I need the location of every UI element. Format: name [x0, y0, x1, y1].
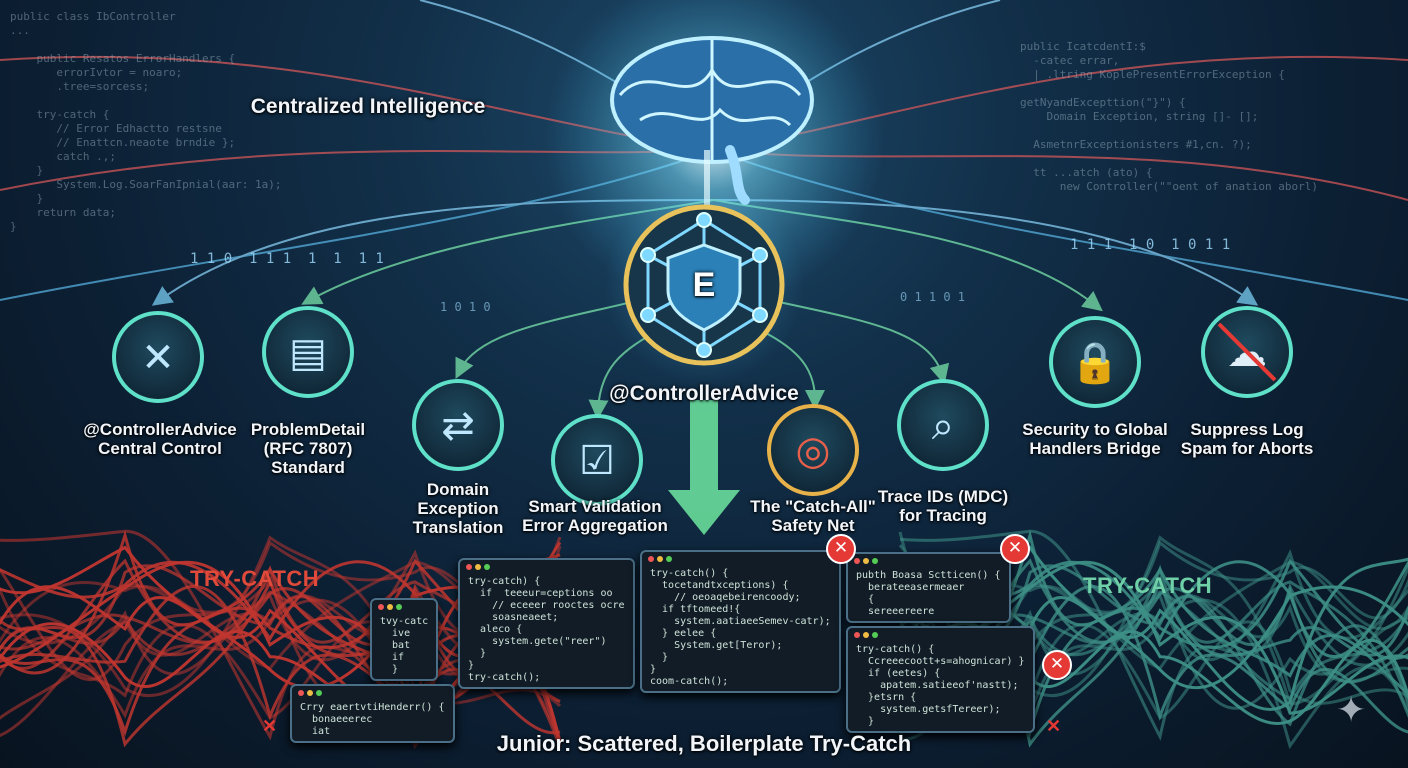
feature-node: ▤: [262, 306, 354, 398]
feature-label-line: Trace IDs (MDC): [877, 487, 1009, 506]
feature-node-ring: [1049, 316, 1141, 408]
error-x-icon: ✕: [262, 716, 278, 736]
code-window-text: try-catch() { Ccreeecoott+s=ahognicar) }…: [856, 644, 1025, 727]
feature-label-line: Smart Validation: [528, 497, 662, 516]
code-window-text: Crry eaertvtiHenderr() { bonaeeerec iat: [300, 702, 445, 737]
error-x-icon: ✕: [826, 534, 856, 564]
checklist-icon: ☑: [579, 438, 615, 484]
feature-label-line: for Tracing: [899, 506, 987, 525]
feature-label-line: Standard: [271, 458, 345, 477]
feature-label-line: (RFC 7807): [263, 439, 353, 458]
code-window: try-catch() { tocetandtxceptions) { // o…: [640, 550, 841, 693]
feature-label-line: Safety Net: [771, 516, 855, 535]
error-x-icon: ✕: [1042, 650, 1072, 680]
error-x-icon: ✕: [1000, 534, 1030, 564]
feature-label-line: Central Control: [98, 439, 222, 458]
feature-node-ring: [551, 414, 643, 506]
feature-node: ⇄: [412, 379, 504, 471]
tangled-wire: [0, 566, 561, 737]
feature-node: ⌕: [897, 379, 989, 471]
feature-node: ☁: [1201, 306, 1293, 398]
brain-label: Centralized Intelligence: [250, 95, 486, 118]
feature-label: The "Catch-All"Safety Net: [750, 497, 876, 535]
cross-out-mark: [1217, 322, 1277, 382]
error-x-icon: ✕: [1046, 716, 1062, 736]
code-window-text: tvy-catc ive bat if }: [380, 616, 429, 675]
feature-node: ◎: [767, 404, 859, 496]
feature-node-ring: [767, 404, 859, 496]
bottom-caption: Junior: Scattered, Boilerplate Try-Catch: [496, 731, 912, 756]
binary-stream: 1 0 1 0: [440, 300, 491, 314]
try-catch-left-label: TRY-CATCH: [190, 566, 320, 591]
feature-node-ring: [412, 379, 504, 471]
feature-node: 🔒: [1049, 316, 1141, 408]
feature-label-line: Suppress Log: [1190, 420, 1304, 439]
magnifier-log-icon: ⌕: [932, 403, 954, 449]
code-window-text: pubth Boasa Sctticen() { berateeasermeae…: [856, 570, 1001, 617]
down-arrow-icon: [668, 400, 740, 535]
shield-icon: [666, 243, 742, 332]
feature-label-line: ProblemDetail: [250, 420, 366, 439]
binary-stream: 0 1 1 0 1: [900, 290, 966, 304]
binary-stream: 1 1 1 1 0 1 0 1 1: [1070, 237, 1231, 253]
feature-label-line: Domain: [426, 480, 490, 499]
background-code-left: public class IbController ... public Res…: [10, 10, 282, 233]
code-window: try-catch() { Ccreeecoott+s=ahognicar) }…: [846, 626, 1035, 733]
code-window: Crry eaertvtiHenderr() { bonaeeerec iat: [290, 684, 455, 743]
code-window: tvy-catc ive bat if }: [370, 598, 439, 681]
shield-x-icon: ✕: [141, 335, 175, 381]
feature-label: ProblemDetail(RFC 7807)Standard: [251, 420, 365, 477]
feature-label-line: Translation: [412, 518, 504, 537]
hub-label: @ControllerAdvice: [609, 382, 799, 405]
background-code-right: public IcatcdentI:$ -catec errar, | .ltr…: [1020, 40, 1319, 193]
tangled-wire: [0, 529, 561, 675]
database-arrows-icon: ⇄: [441, 403, 475, 449]
code-window-text: try-catch() { tocetandtxceptions) { // o…: [650, 568, 831, 687]
feature-label-line: Security to Global: [1022, 420, 1168, 439]
feature-label-line: Exception: [417, 499, 499, 518]
try-catch-right-label: TRY-CATCH: [1083, 573, 1213, 598]
lifebuoy-icon: ◎: [796, 428, 831, 474]
feature-node: ☑: [551, 414, 643, 506]
tangled-wire: [0, 598, 562, 749]
feature-label-line: The "Catch-All": [750, 497, 876, 516]
sparkle-icon: ✦: [1336, 689, 1367, 730]
binary-stream: 1 1 0 1 1 1 1 1 1 1: [190, 251, 384, 267]
feature-label-line: Spam for Aborts: [1180, 439, 1314, 458]
feature-node-ring: [262, 306, 354, 398]
code-window-text: try-catch) { if teeeur=ceptions oo // ec…: [468, 576, 625, 683]
feature-node-ring: [897, 379, 989, 471]
document-gear-icon: ▤: [289, 330, 327, 376]
feature-label-line: Error Aggregation: [522, 516, 668, 535]
hub-letter: E: [692, 266, 716, 304]
code-window: try-catch) { if teeeur=ceptions oo // ec…: [458, 558, 635, 689]
feature-label: Trace IDs (MDC)for Tracing: [878, 487, 1008, 525]
tangled-wire: [0, 560, 561, 715]
feature-label-line: @ControllerAdvice: [83, 420, 237, 439]
feature-node-ring: [112, 311, 204, 403]
controller-advice-hub: [623, 204, 785, 366]
lock-shield-icon: 🔒: [1070, 340, 1120, 386]
code-window: pubth Boasa Sctticen() { berateeasermeae…: [846, 552, 1011, 623]
feature-label-line: Handlers Bridge: [1029, 439, 1161, 458]
feature-node: ✕: [112, 311, 204, 403]
